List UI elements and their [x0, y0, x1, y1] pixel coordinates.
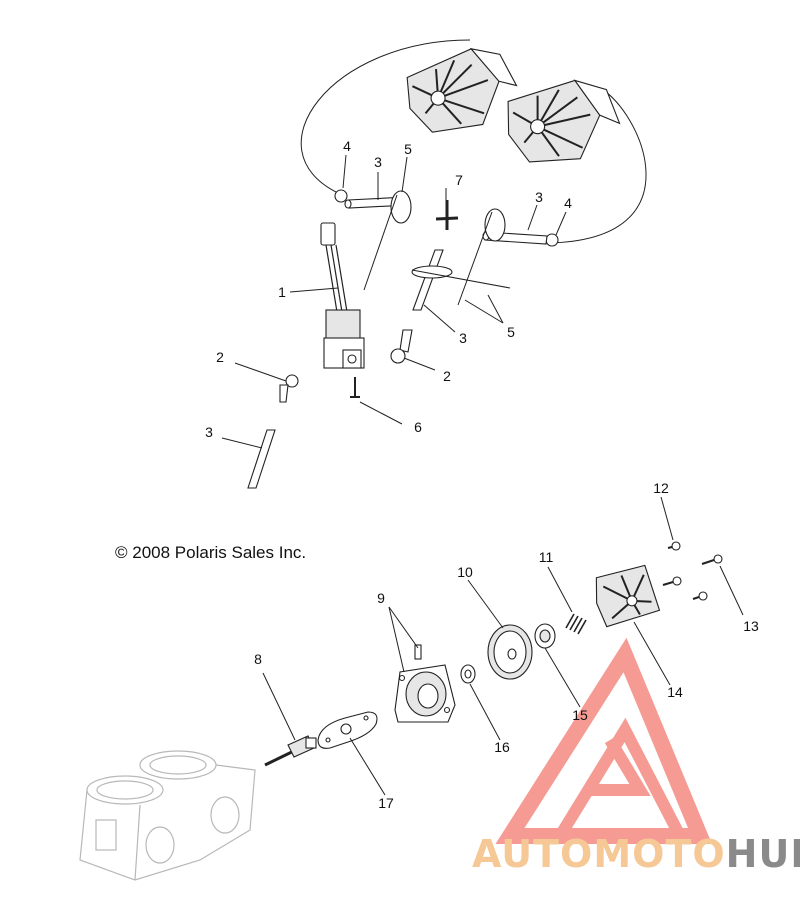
tee-fitting: [435, 200, 459, 230]
watermark-text-part2: HUB: [725, 832, 800, 876]
connector-arc-right: [547, 87, 647, 244]
leader-lines-lower: [262, 496, 744, 796]
hose-fitting-left: [279, 374, 299, 403]
mounting-screw: [350, 377, 360, 398]
callout-4-right: 4: [564, 195, 572, 211]
reed-valve-housing-right: [507, 79, 621, 163]
cable-tie-left: [363, 190, 412, 291]
callout-13: 13: [743, 618, 759, 634]
watermark-logo: [495, 637, 712, 844]
callout-6: 6: [414, 419, 422, 435]
callout-4-left: 4: [343, 138, 351, 154]
callout-7: 7: [455, 172, 463, 188]
watermark-text: AUTOMOTOHUB: [472, 832, 800, 876]
cap-left: [334, 189, 348, 203]
watermark-text-part1: AUTOMOTO: [472, 832, 726, 876]
callout-10: 10: [457, 564, 473, 580]
hose-lower: [247, 429, 276, 489]
callout-14: 14: [667, 684, 683, 700]
solenoid-valve: [320, 222, 365, 369]
pump-spring: [565, 613, 587, 635]
callout-17: 17: [378, 795, 394, 811]
pump-seal: [460, 664, 476, 684]
cable-tie-center: [411, 265, 511, 289]
callout-8: 8: [254, 651, 262, 667]
callout-9: 9: [377, 590, 385, 606]
connector-arc-left: [300, 39, 471, 194]
spring-retainer: [534, 623, 556, 649]
callout-15: 15: [572, 707, 588, 723]
callout-2-right: 2: [443, 368, 451, 384]
reed-valve-housing-left: [406, 48, 518, 133]
callout-3-center: 3: [459, 330, 467, 346]
cap-right: [545, 233, 559, 247]
gasket: [317, 711, 378, 749]
cover-screws: [662, 541, 723, 601]
callout-1: 1: [278, 284, 286, 300]
callout-5-lower: 5: [507, 324, 515, 340]
pump-shaft: [264, 735, 317, 767]
callout-16: 16: [494, 739, 510, 755]
hose-fitting-right: [390, 329, 413, 364]
engine-cylinder-block: [79, 750, 256, 881]
callout-3-upper-left: 3: [374, 154, 382, 170]
leader-lines-upper: [221, 154, 567, 449]
pump-cover: [595, 564, 661, 628]
callout-2-left: 2: [216, 349, 224, 365]
hose-center: [412, 249, 444, 311]
pump-diaphragm: [487, 624, 533, 680]
pump-body: [394, 644, 456, 723]
copyright-notice: © 2008 Polaris Sales Inc.: [115, 543, 307, 562]
callout-5-upper: 5: [404, 141, 412, 157]
callout-3-upper-right: 3: [535, 189, 543, 205]
callout-11: 11: [539, 549, 554, 565]
cable-tie-right: [457, 208, 506, 306]
callout-12: 12: [653, 480, 669, 496]
callout-3-lower: 3: [205, 424, 213, 440]
